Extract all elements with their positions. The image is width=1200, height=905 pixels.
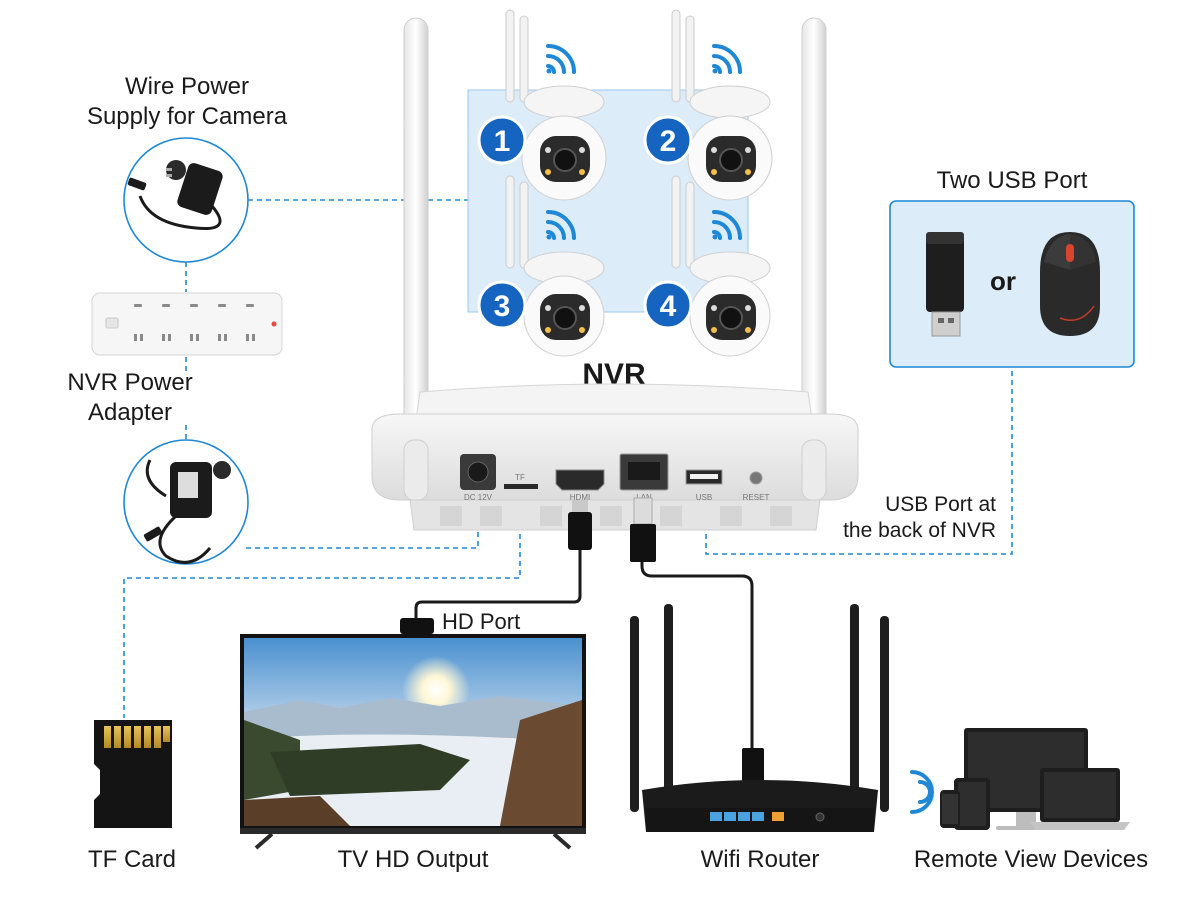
sd-card-icon [94,720,172,828]
usb-dongle-icon [926,232,964,337]
wifi-signal-icon [546,210,576,240]
cables [414,548,754,750]
nvr-port-dc: DC 12V [460,454,496,502]
camera-badge-3: 3 [494,290,511,323]
wire-power-label-line1: Wire Power [124,73,250,100]
mouse-icon [1040,232,1100,336]
hd-port-label: HD Port [442,609,521,634]
hdmi-cable [414,548,582,620]
camera-power-adapter [123,137,249,263]
camera-group: 1 2 3 4 [477,9,773,357]
power-adapter-icon [143,459,231,564]
port-label-usb: USB [696,493,712,502]
usb-back-label: USB Port at the back of NVR [820,492,996,544]
port-label-tf: TF [515,473,525,482]
lan-connector-top [630,497,656,562]
wifi-router-label: Wifi Router [700,846,820,873]
two-usb-port-label: Two USB Port [936,167,1088,194]
port-label-hdmi: HDMI [570,493,590,502]
camera-badge-4: 4 [660,290,677,323]
hdmi-connector-top [568,500,592,550]
laptop-icon [1030,768,1130,830]
port-label-reset: RESET [743,493,770,502]
nvr-power-label: NVR Power Adapter [30,368,230,428]
wifi-signal-icon [712,44,742,74]
wifi-signal-icon [910,770,934,814]
router-icon [630,604,889,832]
remote-view-devices-label: Remote View Devices [913,846,1149,873]
tv-hd-output-label: TV HD Output [337,846,489,873]
tv-icon [240,634,586,850]
usb-back-label-line1: USB Port at [885,493,996,516]
camera-1 [505,9,607,201]
camera-number-badges: 1 2 3 4 [477,115,693,330]
remote-devices [910,728,1130,830]
or-label: or [990,266,1016,296]
tf-card-label: TF Card [87,846,176,873]
tablet-icon [954,778,990,830]
wire-power-label-line2: Supply for Camera [86,103,288,130]
nvr-power-label-line2: Adapter [87,399,173,426]
usb-back-label-line2: the back of NVR [843,519,996,542]
nvr-device: DC 12V TF HDMI LAN USB RESET [371,383,859,531]
nvr-port-usb: USB [685,469,723,502]
camera-2 [671,9,773,201]
nvr-antennas [403,17,827,489]
port-label-dc: DC 12V [464,493,493,502]
camera-3 [505,175,605,357]
wifi-signal-icon [546,44,576,74]
nvr-port-tf: TF [504,473,538,489]
lan-cable [640,560,754,750]
hdmi-connector-tv [400,618,434,634]
camera-badge-1: 1 [494,125,511,158]
camera-badge-2: 2 [660,125,677,158]
wire-power-label: Wire Power Supply for Camera [62,72,312,132]
nvr-port-reset: RESET [743,471,770,502]
camera-4 [671,175,771,357]
nvr-port-hdmi: HDMI [555,469,605,502]
phone-icon [940,790,960,828]
nvr-power-label-line1: NVR Power [67,369,193,396]
connector-tf-to-card [123,498,521,718]
power-strip-icon [91,292,283,356]
nvr-power-adapter [123,439,249,565]
power-adapter-icon [127,160,223,231]
wifi-signal-icon [712,210,742,240]
